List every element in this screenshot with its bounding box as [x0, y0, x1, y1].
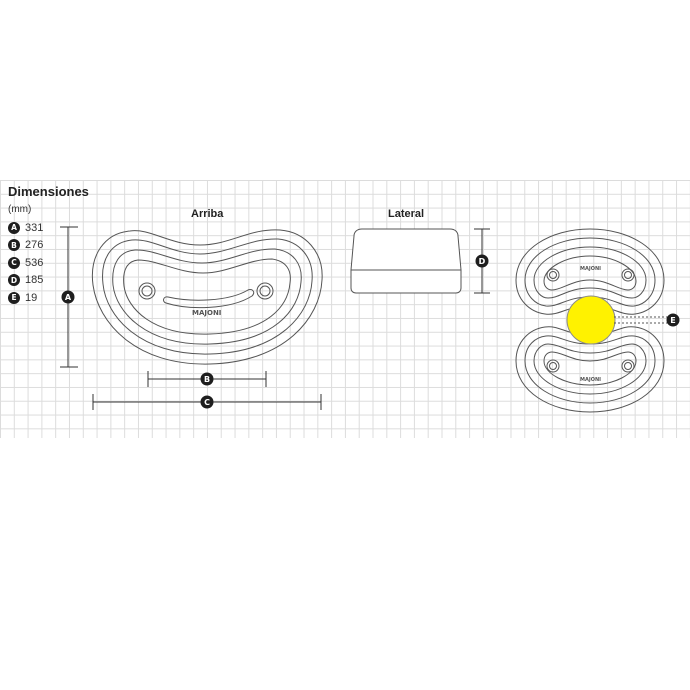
dimension-c-marker — [200, 395, 214, 409]
legend-row-e: E 19 — [8, 289, 43, 307]
yellow-ball — [566, 295, 616, 345]
legend-row-c: C 536 — [8, 254, 43, 272]
dimension-c-letter: C — [204, 398, 210, 407]
badge-b: B — [8, 239, 20, 252]
view-label-side: Lateral — [388, 208, 425, 220]
dimension-d-letter: D — [479, 257, 486, 266]
legend-value-e: 19 — [25, 291, 38, 304]
badge-c: C — [8, 256, 20, 269]
dimension-e-marker — [666, 313, 680, 327]
pair-upper-logo: MAJONI — [580, 266, 601, 272]
legend-row-d: D 185 — [8, 272, 43, 290]
badge-d: D — [8, 274, 20, 287]
legend-value-d: 185 — [25, 274, 44, 287]
side-view-shape — [350, 228, 462, 294]
badge-e: E — [8, 291, 20, 304]
dimension-a-letter: A — [65, 293, 72, 302]
dimension-a-marker — [61, 290, 75, 304]
legend-row-a: A 331 — [8, 219, 43, 237]
legend-value-a: 331 — [25, 221, 44, 234]
badge-a: A — [8, 221, 20, 234]
dimension-d-marker — [475, 254, 489, 268]
top-view-logo: MAJONI — [192, 309, 221, 317]
dimension-legend: A 331 B 276 C 536 D 185 E 19 — [8, 219, 43, 307]
legend-value-b: 276 — [25, 239, 44, 252]
dimension-b-marker — [200, 372, 214, 386]
dimension-e-line — [614, 316, 668, 324]
top-view-shape — [91, 229, 323, 365]
unit-label: (mm) — [8, 204, 32, 215]
dimension-e-letter: E — [670, 316, 675, 325]
dimension-b-letter: B — [204, 375, 210, 384]
legend-row-b: B 276 — [8, 237, 43, 255]
dimensions-title: Dimensiones — [8, 184, 89, 199]
view-label-top: Arriba — [191, 208, 224, 220]
legend-value-c: 536 — [25, 256, 44, 269]
pair-lower-logo: MAJONI — [580, 377, 601, 383]
pair-view-upper-fender — [515, 228, 665, 315]
